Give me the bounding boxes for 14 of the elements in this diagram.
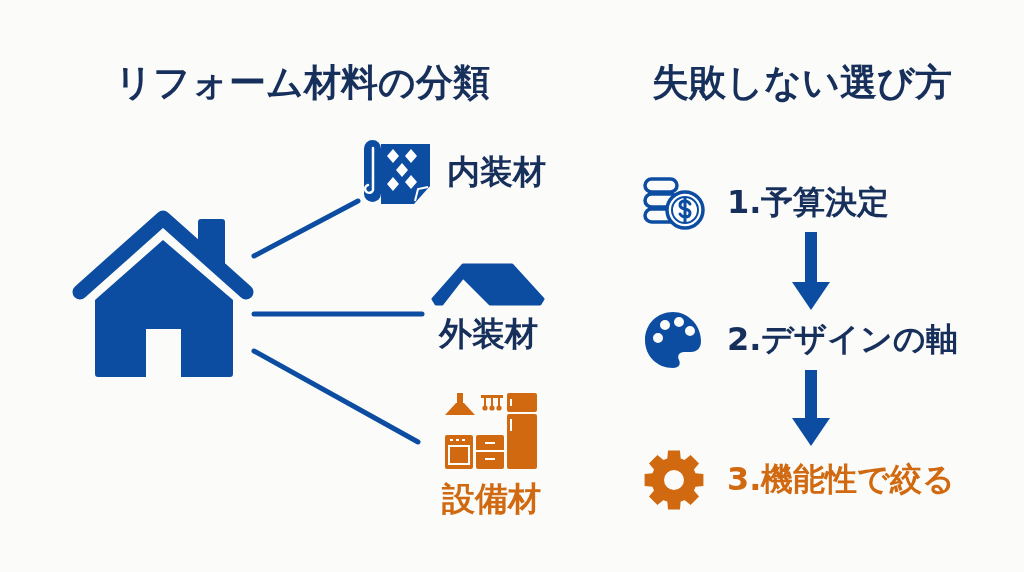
category-label: 外装材 xyxy=(438,316,538,353)
step-label: 1.予算決定 xyxy=(727,185,890,221)
category-label: 内装材 xyxy=(447,153,546,191)
connector-line xyxy=(251,311,425,317)
heading: 失敗しない選び方 xyxy=(652,62,952,104)
arrow xyxy=(791,232,831,310)
connector-line xyxy=(251,348,421,445)
category-label: 設備材 xyxy=(441,481,541,518)
house-icon xyxy=(70,208,254,380)
connector-line xyxy=(251,198,361,259)
heading: リフォーム材料の分類 xyxy=(114,62,490,104)
arrow xyxy=(791,370,831,446)
step-label: 2.デザインの軸 xyxy=(727,322,959,358)
step-label: 3.機能性で絞る xyxy=(727,462,956,498)
